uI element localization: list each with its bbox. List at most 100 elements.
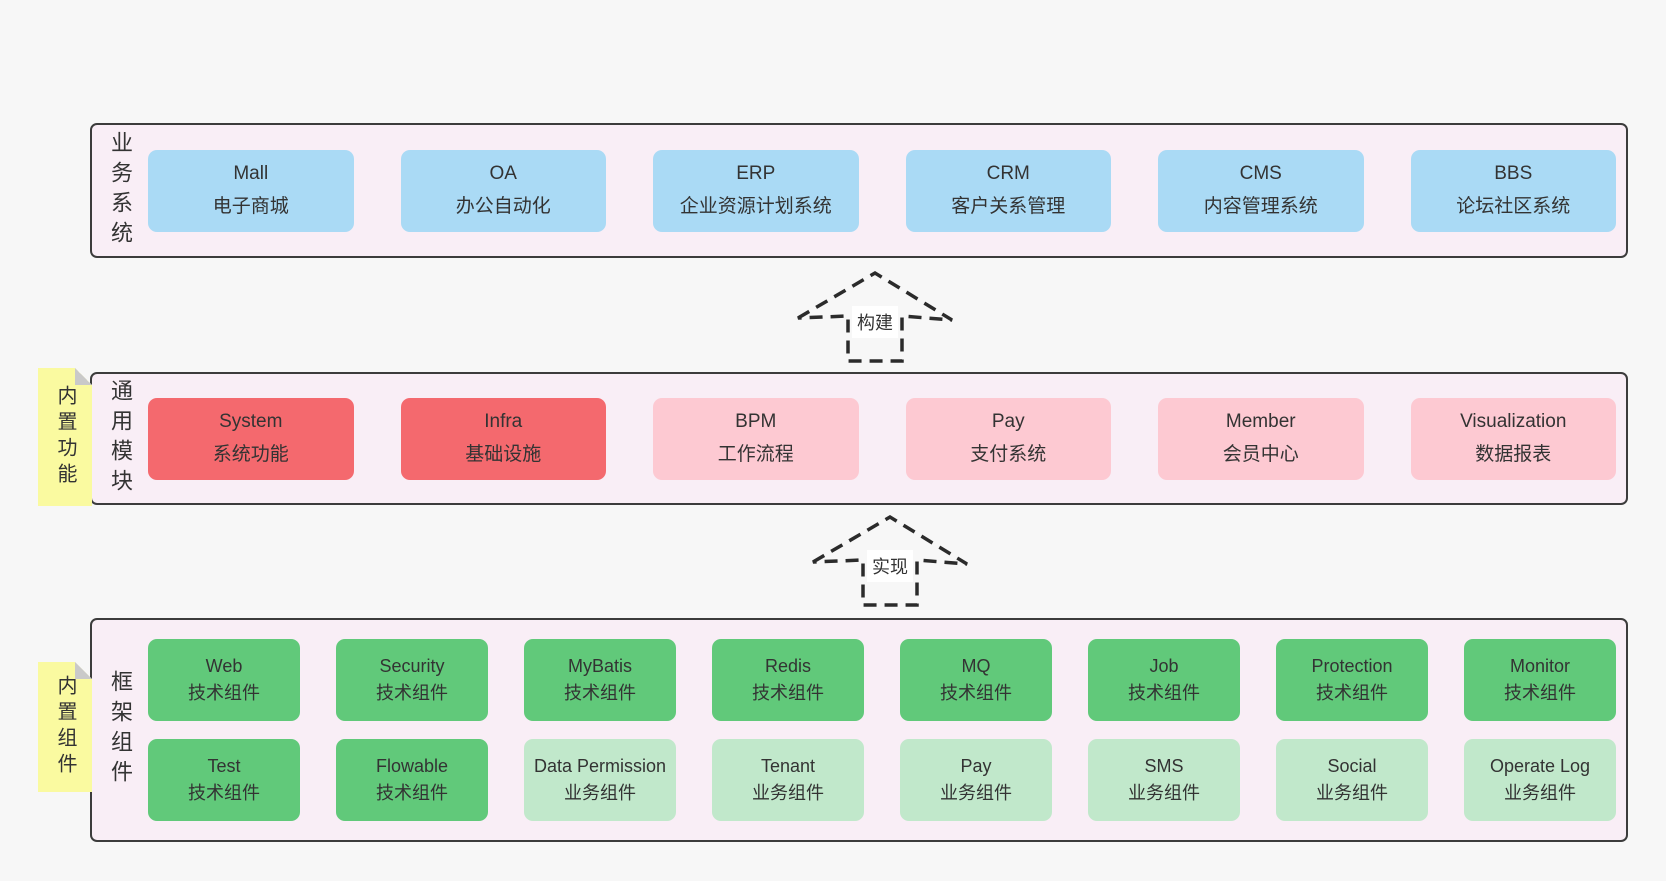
layer-components-side-label: 框架组件 — [92, 670, 148, 790]
box-erp-title: ERP — [736, 163, 776, 185]
sticky-note-builtin-functions: 内置功能 — [38, 368, 92, 506]
layer-modules-row-1: System 系统功能 Infra 基础设施 BPM 工作流程 Pay 支付系统 Member 会… — [148, 397, 1616, 480]
box-web-subtitle: 技术组件 — [188, 683, 260, 703]
box-infra-subtitle: 基础设施 — [465, 443, 542, 465]
box-mybatis-title: MyBatis — [567, 656, 632, 676]
box-mybatis: MyBatis 技术组件 — [524, 639, 676, 721]
box-crm-title: CRM — [986, 163, 1030, 185]
box-erp: ERP 企业资源计划系统 — [653, 149, 859, 232]
box-bpm: BPM 工作流程 — [653, 397, 859, 480]
box-social-subtitle: 业务组件 — [1316, 783, 1388, 803]
box-bpm-title: BPM — [735, 411, 777, 433]
box-pay-title: Pay — [991, 411, 1025, 433]
box-bpm-subtitle: 工作流程 — [717, 443, 794, 465]
layer-components-side-label-text: 框架组件 — [108, 670, 133, 790]
box-infra: Infra 基础设施 — [400, 397, 606, 480]
box-system-title: System — [219, 411, 283, 433]
box-mq-subtitle: 技术组件 — [940, 683, 1012, 703]
box-job-subtitle: 技术组件 — [1128, 683, 1200, 703]
box-crm-subtitle: 客户关系管理 — [951, 195, 1066, 217]
box-pay: Pay 业务组件 — [900, 739, 1052, 821]
box-pay-subtitle: 支付系统 — [970, 443, 1047, 465]
layer-modules-side-label-text: 通用模块 — [108, 378, 133, 499]
sticky-note-builtin-components: 内置组件 — [38, 662, 92, 792]
box-bbs-subtitle: 论坛社区系统 — [1456, 195, 1571, 217]
box-redis-title: Redis — [764, 656, 812, 676]
box-test-subtitle: 技术组件 — [188, 783, 260, 803]
sticky-note-builtin-functions-text: 内置功能 — [54, 385, 76, 489]
box-data-permission-title: Data Permission — [533, 756, 667, 776]
box-mall: Mall 电子商城 — [148, 149, 354, 232]
box-erp-subtitle: 企业资源计划系统 — [679, 195, 832, 217]
box-protection-title: Protection — [1311, 656, 1393, 676]
box-bbs: BBS 论坛社区系统 — [1410, 149, 1616, 232]
box-tenant-subtitle: 业务组件 — [752, 783, 824, 803]
box-protection: Protection 技术组件 — [1276, 639, 1428, 721]
box-web-title: Web — [205, 656, 243, 676]
box-member-title: Member — [1225, 411, 1296, 433]
box-infra-title: Infra — [484, 411, 523, 433]
box-visualization-title: Visualization — [1460, 411, 1567, 433]
box-bbs-title: BBS — [1494, 163, 1533, 185]
box-sms: SMS 业务组件 — [1088, 739, 1240, 821]
box-redis-subtitle: 技术组件 — [752, 683, 824, 703]
box-test-title: Test — [207, 756, 241, 776]
layer-business-side-label: 业务系统 — [92, 131, 148, 251]
sticky-note-builtin-components-text: 内置组件 — [54, 675, 76, 779]
box-security-title: Security — [379, 656, 445, 676]
box-job: Job 技术组件 — [1088, 639, 1240, 721]
box-pay-title: Pay — [960, 756, 992, 776]
box-monitor-subtitle: 技术组件 — [1504, 683, 1576, 703]
box-social: Social 业务组件 — [1276, 739, 1428, 821]
box-social-title: Social — [1327, 756, 1377, 776]
box-crm: CRM 客户关系管理 — [905, 149, 1111, 232]
box-system-subtitle: 系统功能 — [212, 443, 289, 465]
box-security: Security 技术组件 — [336, 639, 488, 721]
arrow-build-label: 构建 — [852, 305, 898, 338]
arrow-implement-label: 实现 — [867, 549, 913, 582]
box-mall-title: Mall — [233, 163, 269, 185]
arrow-up-icon — [797, 270, 953, 363]
box-cms: CMS 内容管理系统 — [1158, 149, 1364, 232]
box-flowable-title: Flowable — [375, 756, 449, 776]
box-test: Test 技术组件 — [148, 739, 300, 821]
layer-modules-side-label: 通用模块 — [92, 379, 148, 499]
box-system: System 系统功能 — [148, 397, 354, 480]
box-sms-subtitle: 业务组件 — [1128, 783, 1200, 803]
box-sms-title: SMS — [1144, 756, 1184, 776]
box-visualization: Visualization 数据报表 — [1410, 397, 1616, 480]
box-mybatis-subtitle: 技术组件 — [564, 683, 636, 703]
layer-business-side-label-text: 业务系统 — [108, 130, 133, 251]
box-pay: Pay 支付系统 — [905, 397, 1111, 480]
box-mall-subtitle: 电子商城 — [212, 195, 289, 217]
arrow-up-icon — [812, 514, 968, 607]
box-protection-subtitle: 技术组件 — [1316, 683, 1388, 703]
box-oa-title: OA — [489, 163, 517, 185]
box-pay-subtitle: 业务组件 — [940, 783, 1012, 803]
arrow-implement: 实现 — [805, 512, 975, 608]
box-cms-title: CMS — [1239, 163, 1282, 185]
box-tenant-title: Tenant — [760, 756, 816, 776]
box-visualization-subtitle: 数据报表 — [1475, 443, 1552, 465]
layer-modules-rows: System 系统功能 Infra 基础设施 BPM 工作流程 Pay 支付系统 Member 会… — [148, 397, 1626, 480]
box-job-title: Job — [1149, 656, 1179, 676]
box-cms-subtitle: 内容管理系统 — [1203, 195, 1318, 217]
box-tenant: Tenant 业务组件 — [712, 739, 864, 821]
box-redis: Redis 技术组件 — [712, 639, 864, 721]
box-security-subtitle: 技术组件 — [376, 683, 448, 703]
box-web: Web 技术组件 — [148, 639, 300, 721]
box-member: Member 会员中心 — [1158, 397, 1364, 480]
box-member-subtitle: 会员中心 — [1222, 443, 1299, 465]
